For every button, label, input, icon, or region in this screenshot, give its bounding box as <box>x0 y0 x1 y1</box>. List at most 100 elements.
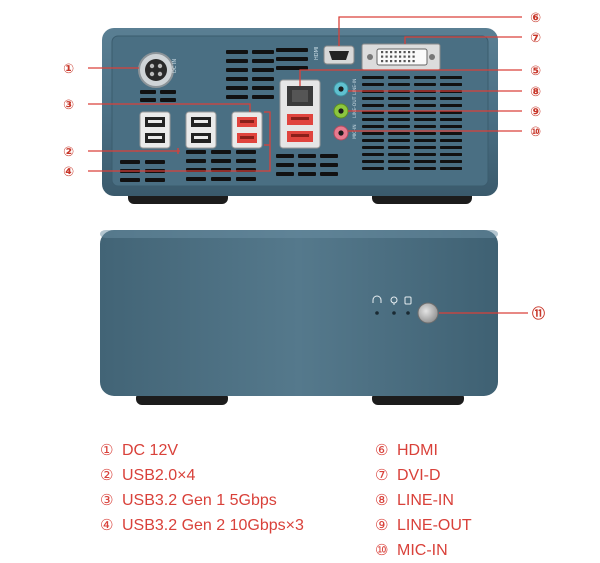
callout-3: ③ <box>63 98 74 113</box>
vent-slot <box>298 172 316 176</box>
vent-slot <box>362 83 384 86</box>
vent-slot <box>414 125 436 128</box>
vent-slot <box>388 97 410 100</box>
vent-slot <box>440 160 462 163</box>
vent-slot <box>211 150 231 154</box>
dc-jack-label: DC IN <box>172 59 178 73</box>
vent-slot <box>440 146 462 149</box>
dvi-port <box>361 43 441 71</box>
vent-slot <box>120 178 140 182</box>
vent-slot <box>186 159 206 163</box>
vent-slot <box>145 160 165 164</box>
vent-slot <box>414 160 436 163</box>
vent-slot <box>186 150 206 154</box>
vent-slot <box>388 118 410 121</box>
vent-slot <box>388 153 410 156</box>
vent-slot <box>362 167 384 170</box>
hdmi-port: HDMI <box>314 45 355 65</box>
vent-slot <box>440 125 462 128</box>
dvi-pin <box>381 51 384 54</box>
vent-slot <box>440 132 462 135</box>
vent-slot <box>298 163 316 167</box>
dvi-pin <box>403 60 406 63</box>
vent-slot <box>440 139 462 142</box>
usb2-stack-2 <box>185 111 217 149</box>
vent-slot <box>226 68 248 72</box>
dvi-pin <box>390 51 393 54</box>
vent-slot <box>252 77 274 81</box>
line-out-port-label: LINE-OUT <box>352 96 358 118</box>
vent-slot <box>414 167 436 170</box>
vent-slot <box>226 86 248 90</box>
vent-slot <box>276 163 294 167</box>
vent-slot <box>226 50 248 54</box>
vent-slot <box>120 160 140 164</box>
vent-slot <box>226 77 248 81</box>
vent-slot <box>388 146 410 149</box>
vent-slot <box>388 111 410 114</box>
dvi-pin <box>381 55 384 58</box>
vent-slot <box>298 154 316 158</box>
callout-line-3 <box>88 103 251 112</box>
vent-slot <box>276 154 294 158</box>
lan-usb-stack <box>279 79 321 149</box>
vent-slot <box>362 111 384 114</box>
headphone-icon <box>372 295 382 303</box>
vent-slot <box>440 97 462 100</box>
vent-slot <box>226 95 248 99</box>
vent-slot <box>440 167 462 170</box>
vent-slot <box>186 177 206 181</box>
vent-slot <box>362 97 384 100</box>
callout-1: ① <box>63 62 74 77</box>
dvi-pin <box>394 60 397 63</box>
callout-4: ④ <box>63 165 74 180</box>
dvi-pin <box>385 60 388 63</box>
vent-slot <box>440 76 462 79</box>
dvi-pin <box>385 51 388 54</box>
dvi-pin <box>399 51 402 54</box>
callout-line-5 <box>299 69 522 86</box>
vent-slot <box>276 172 294 176</box>
power-button[interactable] <box>417 302 439 324</box>
vent-slot <box>414 97 436 100</box>
rear-vents <box>120 48 462 182</box>
vent-slot <box>362 160 384 163</box>
usb2-stack-1 <box>139 111 171 149</box>
vent-slot <box>145 178 165 182</box>
dvi-pin <box>408 60 411 63</box>
dvi-pin <box>390 60 393 63</box>
vent-slot <box>320 163 338 167</box>
led-1 <box>375 311 379 315</box>
hdmi-port-label: HDMI <box>314 47 320 60</box>
dvi-pin <box>381 60 384 63</box>
rear-panel: DC IN <box>102 28 498 204</box>
vent-slot <box>362 146 384 149</box>
usb3-red-stack <box>231 111 263 149</box>
line-in-port-label: LINE-IN <box>352 79 358 95</box>
dvi-pin <box>399 55 402 58</box>
dvi-pin <box>403 51 406 54</box>
vent-slot <box>320 154 338 158</box>
vent-slot <box>362 139 384 142</box>
diagram-canvas: DC IN <box>63 11 545 405</box>
wifi-indicator-icon <box>390 296 398 305</box>
front-panel <box>100 230 498 405</box>
callout-lines <box>88 16 528 314</box>
vent-slot <box>388 160 410 163</box>
vent-slot <box>362 153 384 156</box>
vent-slot <box>320 172 338 176</box>
dvi-pin <box>412 60 415 63</box>
vent-slot <box>211 159 231 163</box>
dvi-pin <box>408 55 411 58</box>
led-2 <box>392 311 396 315</box>
